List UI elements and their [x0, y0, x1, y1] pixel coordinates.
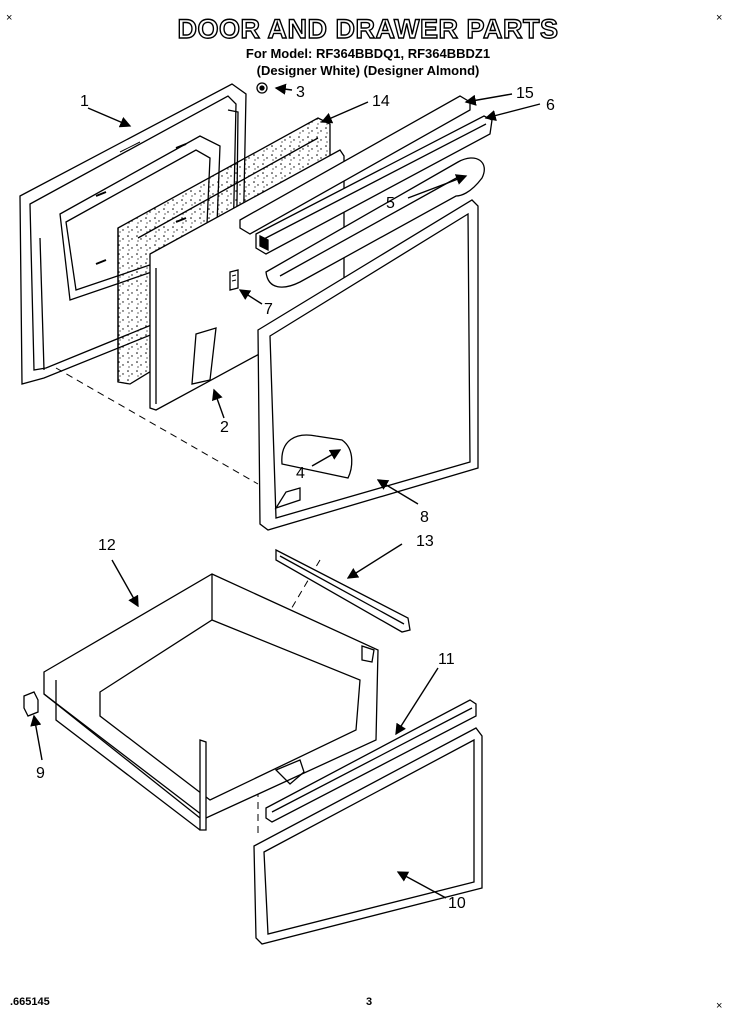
callout-9: 9 [36, 765, 45, 782]
callout-10: 10 [448, 895, 466, 912]
variants-line: (Designer White) (Designer Almond) [256, 63, 480, 78]
corner-mark-top-right: × [716, 12, 723, 24]
callout-11: 11 [438, 651, 455, 668]
drawer-clip [23, 691, 39, 717]
drawer-top-trim [265, 699, 477, 823]
callout-1: 1 [80, 93, 89, 110]
callout-13: 13 [416, 533, 434, 550]
models-line: For Model: RF364BBDQ1, RF364BBDZ1 [245, 46, 491, 61]
corner-mark-top-left: × [6, 12, 13, 24]
callout-12: 12 [98, 537, 116, 554]
page-title: DOOR AND DRAWER PARTS [177, 13, 559, 44]
screw-part-3 [256, 82, 268, 94]
callout-14: 14 [372, 93, 390, 110]
callout-5: 5 [386, 195, 395, 212]
drawer-body [43, 573, 379, 831]
door-frame [257, 199, 479, 531]
callout-6: 6 [546, 97, 555, 114]
callout-2: 2 [220, 419, 229, 436]
door-top-trim [239, 95, 493, 255]
drawer-rail [275, 548, 411, 633]
drawer-front-panel [253, 727, 483, 945]
callout-3: 3 [296, 84, 305, 101]
corner-mark-bottom-right: × [716, 1000, 723, 1012]
page-number: 3 [366, 996, 373, 1008]
doc-number: .665145 [10, 996, 50, 1008]
callout-8: 8 [420, 509, 429, 526]
callout-15: 15 [516, 85, 534, 102]
callout-7: 7 [264, 301, 273, 318]
callout-4: 4 [296, 465, 305, 482]
